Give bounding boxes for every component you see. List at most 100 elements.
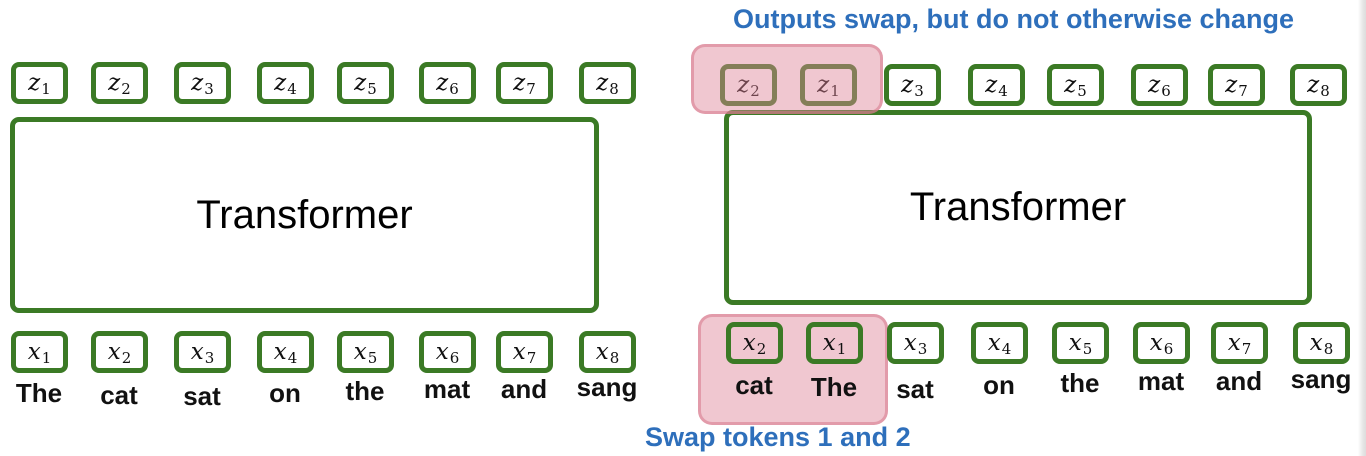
token-index: 2 [121,79,131,98]
token-index: 6 [449,348,460,367]
token-index: 8 [1320,81,1330,100]
slide-edge-shadow [1358,0,1366,456]
swap-tokens-note: Swap tokens 1 and 2 [645,422,911,452]
token-variable: z [817,71,830,98]
token-index: 8 [1323,339,1334,358]
input-word: and [1215,366,1263,396]
token-index: 7 [526,348,537,367]
input-word: the [345,376,385,406]
token-variable: z [108,69,121,96]
input-word: and [500,374,548,404]
token-index: 8 [609,79,619,98]
token-variable: z [596,69,609,96]
token-variable: z [28,69,41,96]
token-index: 1 [830,81,840,100]
token-variable: x [822,329,836,356]
token-variable: z [985,71,998,98]
input-word: sat [896,374,934,404]
token-variable: x [512,338,526,365]
token-variable: z [436,69,449,96]
token-index: 8 [609,348,620,367]
token-variable: z [1307,71,1320,98]
token-index: 2 [121,348,132,367]
token-variable: x [742,329,756,356]
token-variable: x [190,338,204,365]
token-index: 3 [914,81,924,100]
outputs-swap-note: Outputs swap, but do not otherwise chang… [733,4,1295,34]
token-variable: z [737,71,750,98]
token-index: 6 [1163,339,1174,358]
token-variable: x [1149,329,1163,356]
token-variable: z [1064,71,1077,98]
token-index: 2 [750,81,760,100]
token-variable: x [353,338,367,365]
token-variable: z [513,69,526,96]
token-variable: x [987,329,1001,356]
input-word: the [1060,368,1100,398]
token-index: 7 [1238,81,1248,100]
input-word: The [15,378,63,408]
input-word: mat [1137,366,1185,396]
token-index: 7 [1241,339,1252,358]
token-index: 5 [367,79,377,98]
token-index: 3 [204,348,215,367]
token-index: 1 [836,339,847,358]
input-word: sang [1290,364,1352,394]
input-word: on [269,378,301,408]
token-variable: z [901,71,914,98]
token-variable: x [107,338,121,365]
token-index: 5 [1082,339,1093,358]
transformer-label: Transformer [196,192,413,237]
token-variable: z [274,69,287,96]
token-variable: x [595,338,609,365]
token-index: 4 [1001,339,1012,358]
token-index: 1 [41,348,52,367]
input-word: The [810,372,858,402]
swapped-outputs-highlight [691,44,883,114]
token-variable: x [435,338,449,365]
input-word: on [983,370,1015,400]
token-variable: x [27,338,41,365]
input-word: cat [100,380,138,410]
token-index: 5 [1077,81,1087,100]
token-variable: z [354,69,367,96]
token-index: 5 [367,348,378,367]
transformer-block-original: Transformer [10,117,599,313]
token-variable: x [1068,329,1082,356]
token-variable: x [1227,329,1241,356]
token-index: 4 [287,348,298,367]
token-index: 7 [526,79,536,98]
transformer-label: Transformer [909,185,1127,229]
token-index: 3 [204,79,214,98]
input-word: sat [183,381,221,411]
token-index: 1 [41,79,51,98]
input-word: mat [423,374,471,404]
input-word: sang [576,372,638,402]
